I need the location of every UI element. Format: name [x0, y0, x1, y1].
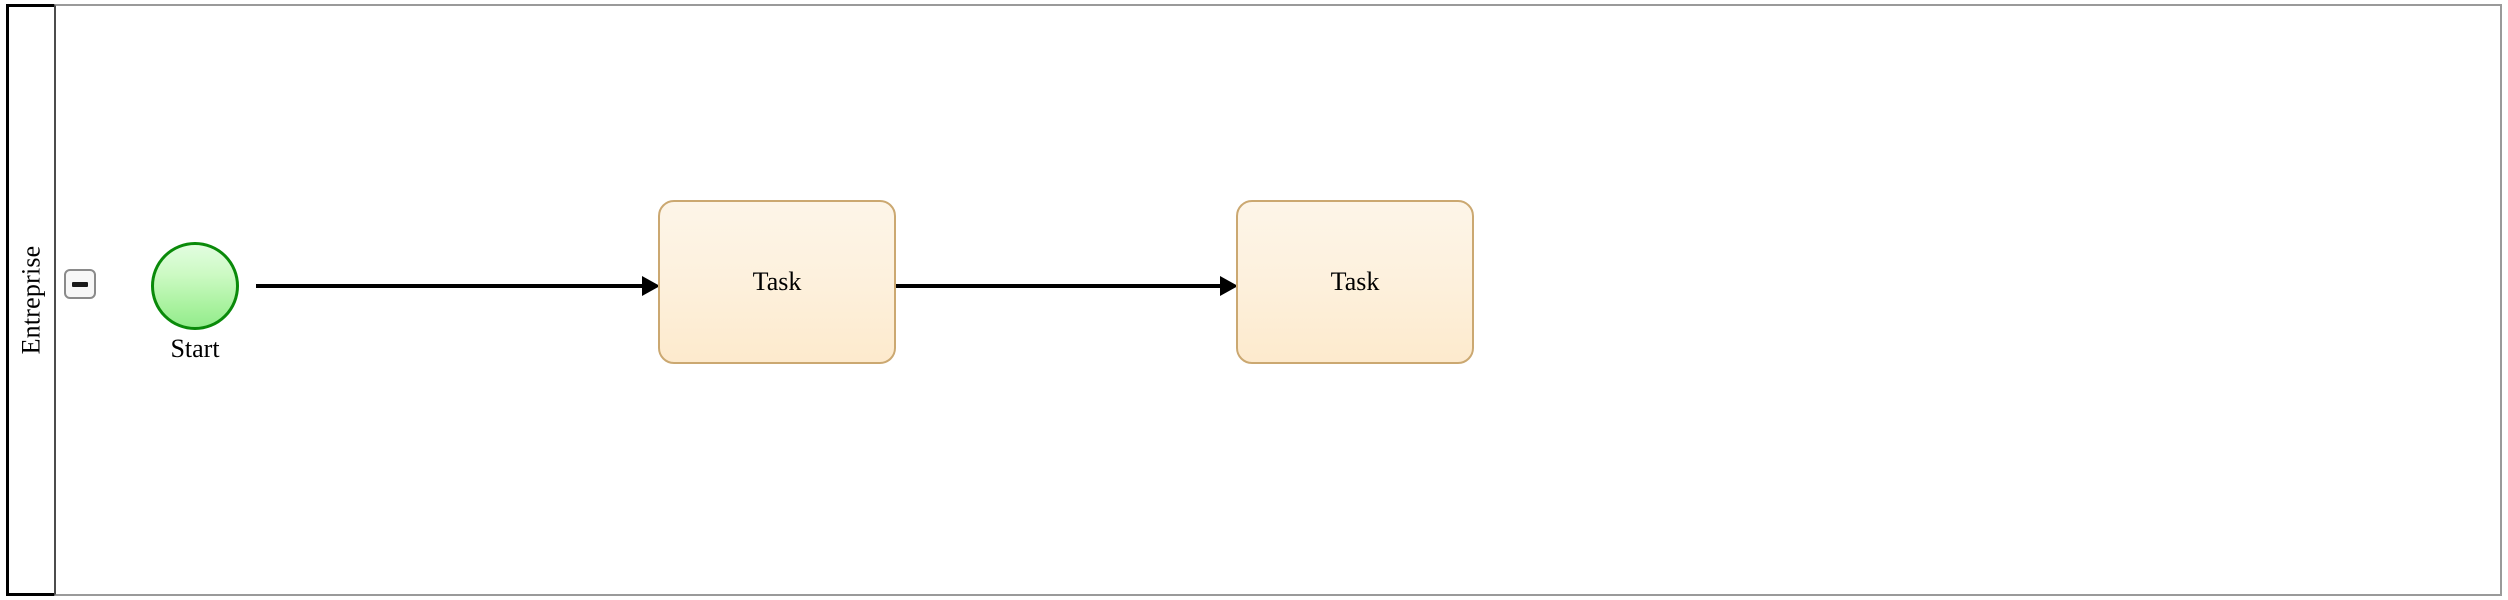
task-node-2[interactable]: Task: [1236, 200, 1474, 364]
arrowhead-icon: [1220, 276, 1238, 296]
collapse-lane-button[interactable]: [64, 269, 96, 299]
sequence-flow-start-to-task1[interactable]: [256, 276, 660, 296]
task-label: Task: [1330, 267, 1380, 296]
sequence-flow-task1-to-task2[interactable]: [896, 276, 1238, 296]
lane-title: Entreprise: [16, 245, 46, 355]
arrowhead-icon: [642, 276, 660, 296]
flow-line: [256, 284, 644, 288]
start-event-label: Start: [170, 334, 220, 363]
start-event-group: Start: [148, 242, 248, 382]
lane-header[interactable]: Entreprise: [6, 4, 54, 596]
start-event-node[interactable]: [151, 242, 239, 330]
minus-icon: [72, 281, 88, 287]
task-label: Task: [752, 267, 802, 296]
flow-line: [896, 284, 1222, 288]
lane-header-inner: Entreprise: [9, 7, 54, 593]
bpmn-pool: Entreprise Start Task Task: [6, 4, 2502, 596]
task-node-1[interactable]: Task: [658, 200, 896, 364]
